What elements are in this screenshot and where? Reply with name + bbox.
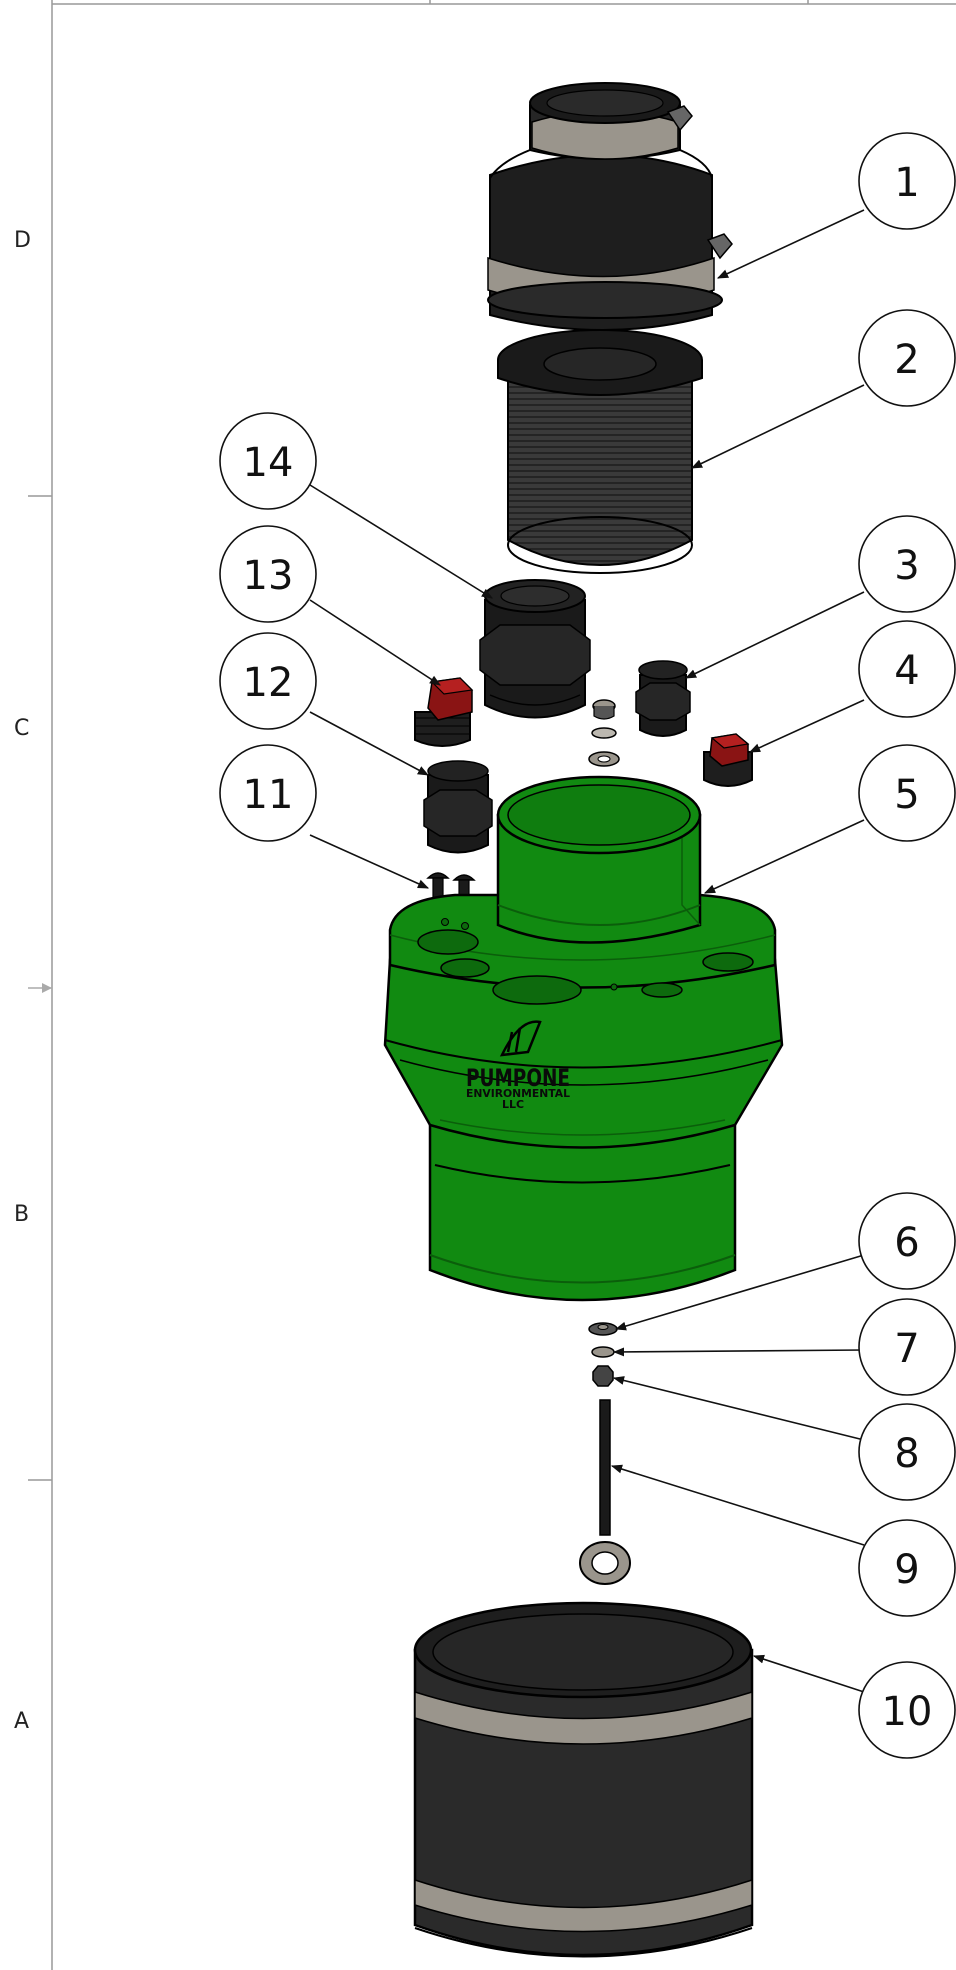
balloon-1-label: 1 [894, 160, 919, 206]
zone-label-a: A [14, 1709, 30, 1734]
logo-line-1: PUMPONE [466, 1064, 570, 1092]
balloon-10: 10 [858, 1661, 956, 1759]
balloon-5-label: 5 [894, 772, 919, 818]
balloon-4-label: 4 [894, 648, 919, 694]
part-small-washers-center [588, 699, 620, 767]
part-green-housing [383, 775, 784, 1302]
balloon-10-label: 10 [882, 1689, 933, 1735]
part-top-coupling [487, 82, 733, 331]
balloon-11: 11 [219, 744, 317, 842]
logo-line-3: LLC [502, 1098, 524, 1111]
zone-label-b: B [14, 1202, 30, 1227]
balloon-3-label: 3 [894, 543, 919, 589]
part-medium-cord-grip [423, 760, 493, 854]
balloon-13: 13 [219, 525, 317, 623]
balloon-13-label: 13 [243, 553, 294, 599]
balloon-6-label: 6 [894, 1220, 919, 1266]
balloon-6: 6 [858, 1192, 956, 1290]
balloon-8: 8 [858, 1403, 956, 1501]
balloon-2: 2 [858, 309, 956, 407]
balloon-7: 7 [858, 1298, 956, 1396]
part-filter-screen [497, 329, 703, 574]
part-bottom-coupling [413, 1601, 754, 1958]
drawing-frame [28, 0, 956, 1970]
balloon-9: 9 [858, 1519, 956, 1617]
leader-lines [309, 209, 865, 1693]
balloon-12-label: 12 [243, 660, 294, 706]
balloon-9-label: 9 [894, 1547, 919, 1593]
balloon-14: 14 [219, 412, 317, 510]
balloon-5: 5 [858, 744, 956, 842]
balloon-12: 12 [219, 632, 317, 730]
balloon-1: 1 [858, 132, 956, 230]
balloon-3: 3 [858, 515, 956, 613]
balloon-7-label: 7 [894, 1326, 919, 1372]
logo-line-2: ENVIRONMENTAL [466, 1087, 570, 1100]
balloon-11-label: 11 [243, 772, 294, 818]
pumpone-logo: PUMPONE ENVIRONMENTAL LLC [466, 1020, 570, 1111]
balloon-8-label: 8 [894, 1431, 919, 1477]
balloon-14-label: 14 [243, 440, 294, 486]
part-small-cord-grip [635, 660, 691, 737]
part-screws [426, 872, 476, 901]
zone-label-c: C [14, 716, 30, 741]
part-eye-bolt [579, 1399, 631, 1585]
part-plug-left [414, 677, 474, 747]
part-lower-washers-nut [588, 1322, 618, 1387]
part-plug-right [703, 733, 753, 787]
balloon-4: 4 [858, 620, 956, 718]
balloon-2-label: 2 [894, 337, 919, 383]
part-large-cord-grip [479, 579, 591, 719]
zone-label-d: D [14, 228, 31, 253]
